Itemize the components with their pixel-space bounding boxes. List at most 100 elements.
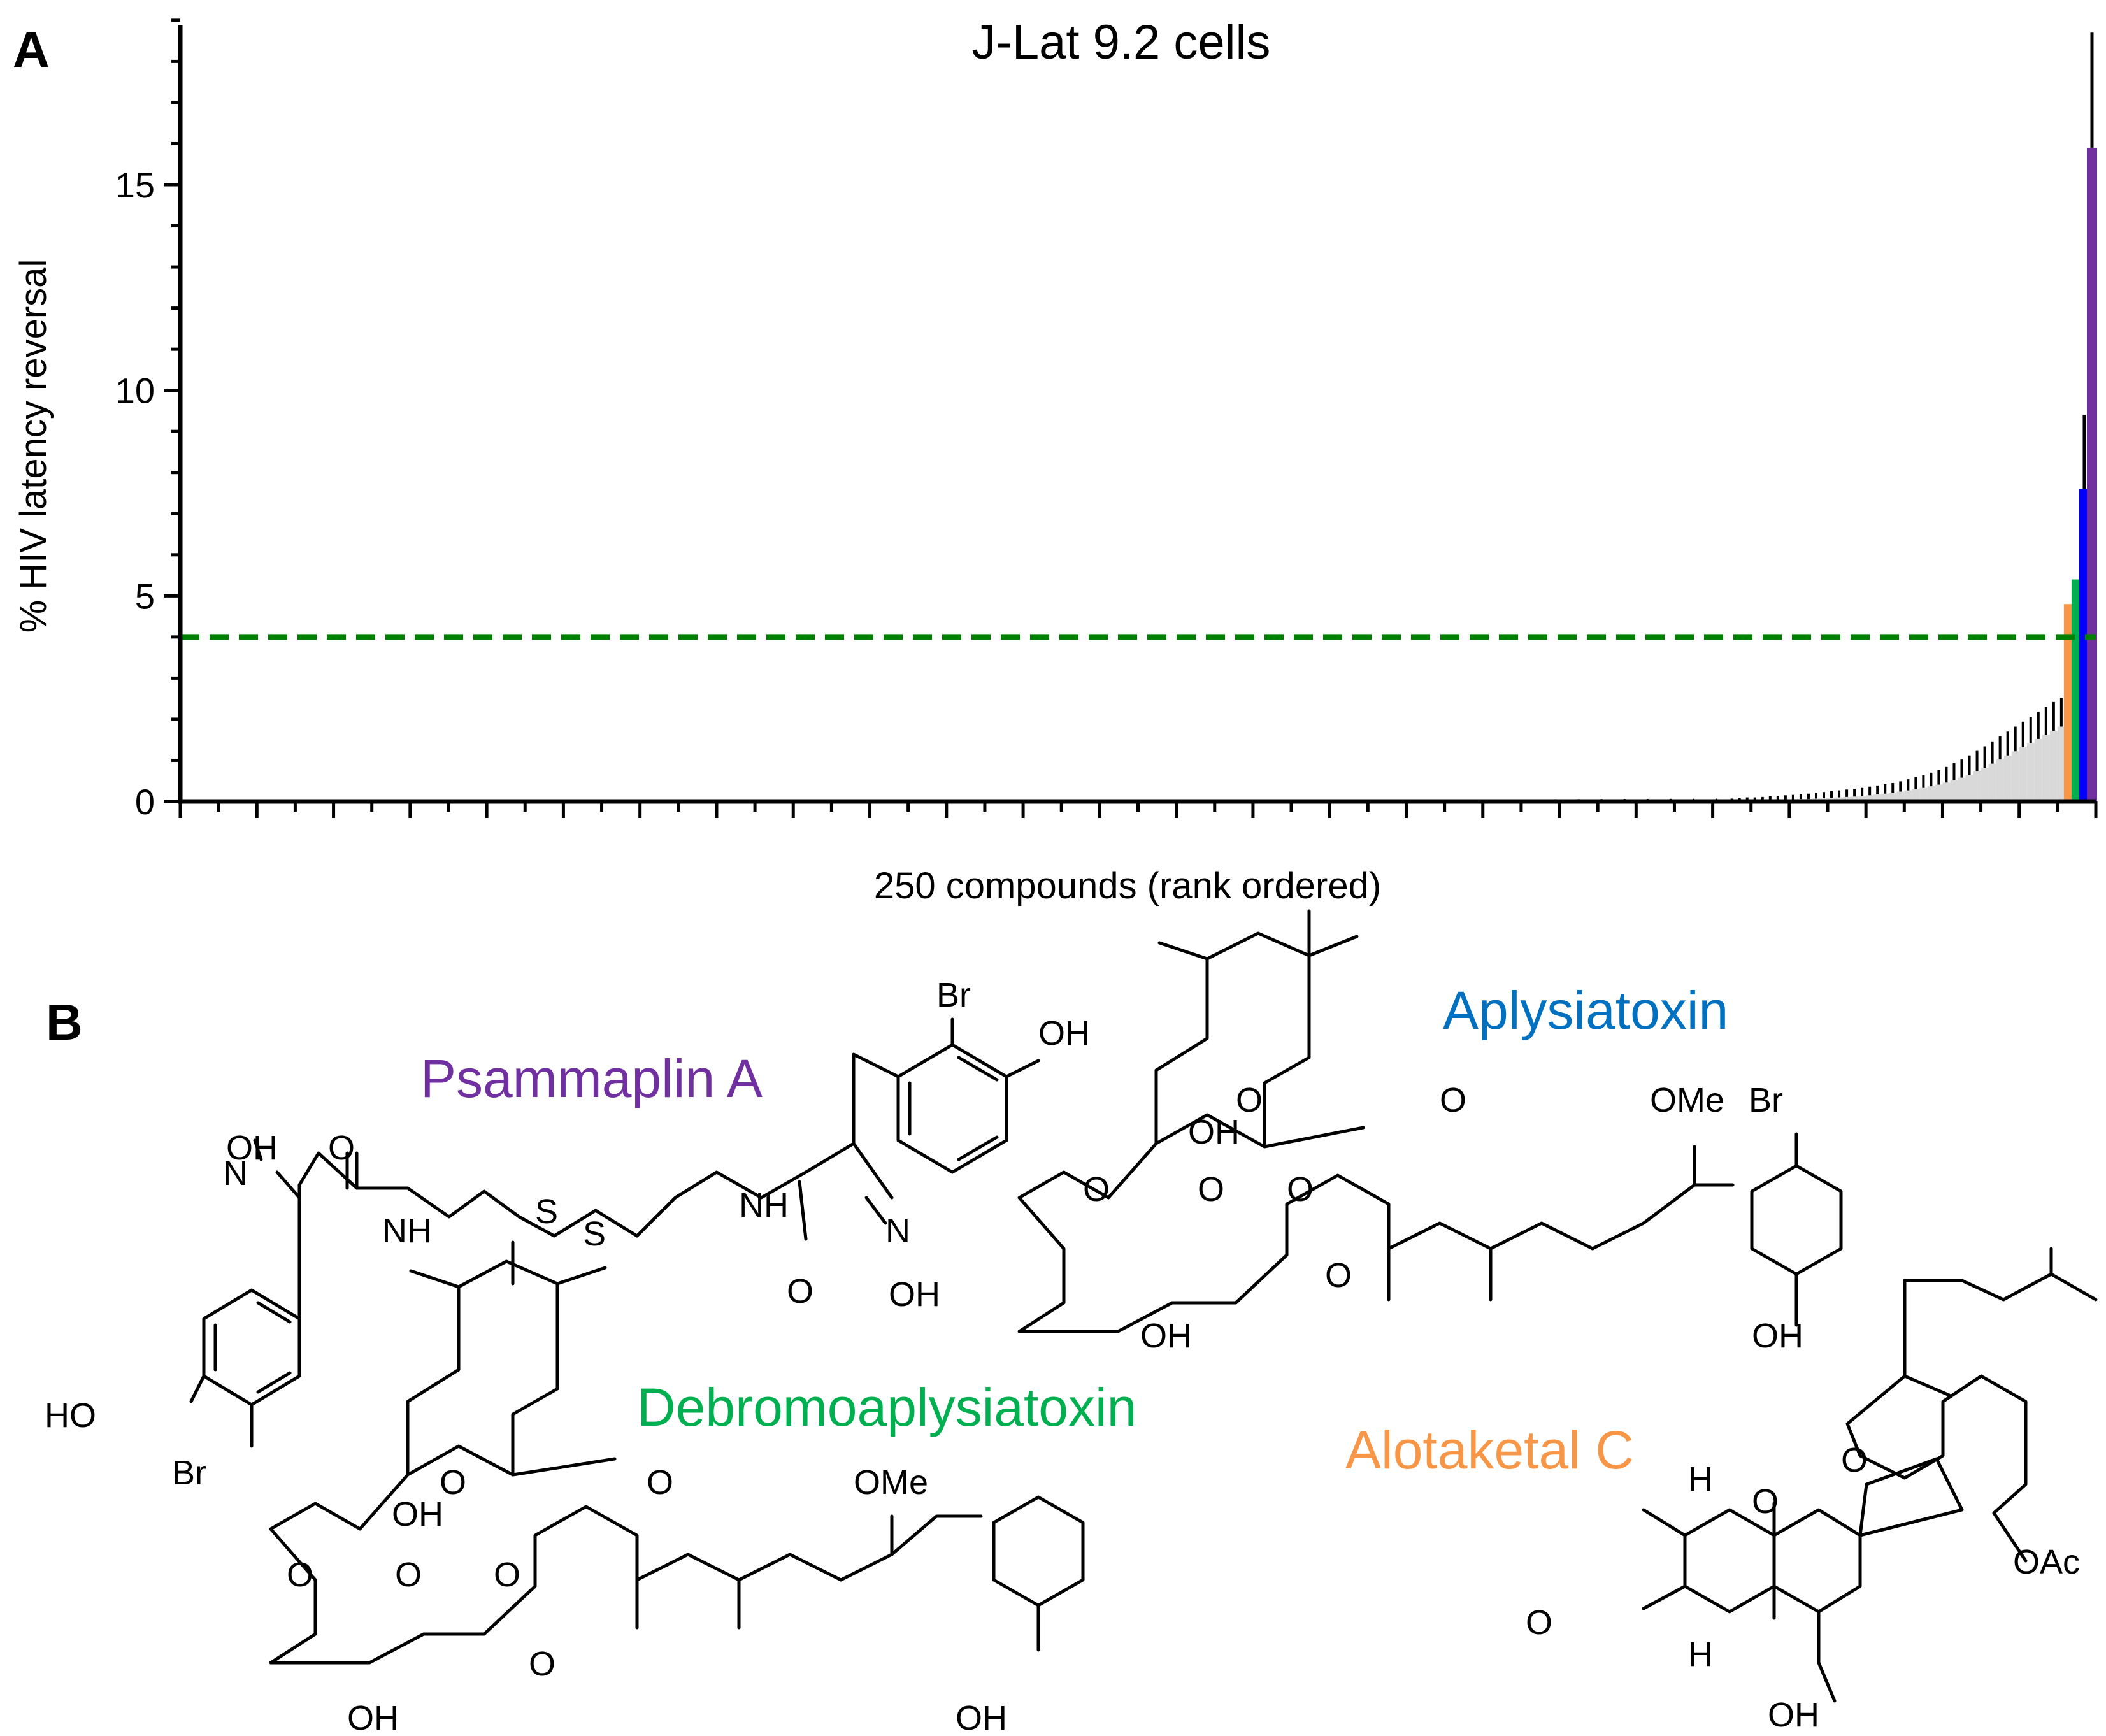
psammaplin-a-label: Psammaplin A bbox=[420, 1049, 763, 1108]
bar bbox=[1896, 791, 1905, 801]
debromoaplysiatoxin-ring bbox=[992, 1495, 1085, 1607]
bar bbox=[1942, 782, 1951, 801]
bar bbox=[1950, 780, 1958, 801]
y-tick-label: 10 bbox=[115, 371, 155, 411]
bar bbox=[1981, 768, 1989, 801]
atom-label: OAc bbox=[2013, 1543, 2080, 1581]
psammaplin-ring-left bbox=[202, 1288, 301, 1407]
bar bbox=[1973, 771, 1981, 801]
atom-label: O bbox=[494, 1556, 520, 1594]
bar bbox=[1935, 784, 1943, 801]
bar bbox=[1851, 796, 1859, 801]
bar bbox=[1904, 790, 1912, 801]
tail-area-layer bbox=[1728, 726, 2065, 801]
axes-layer bbox=[178, 25, 2096, 804]
psammaplin-a-atoms: Br OH OH O N NH S S NH O N OH HO Br bbox=[45, 976, 1090, 1492]
bar bbox=[1996, 759, 2004, 801]
atom-label: OMe bbox=[1650, 1081, 1724, 1119]
bar bbox=[1912, 789, 1920, 801]
atom-label: O bbox=[1752, 1482, 1779, 1521]
alotaketal-c-atoms: H O O OAc O H OH bbox=[1526, 1441, 2080, 1734]
bar bbox=[2063, 604, 2074, 801]
atom-label: OH bbox=[1188, 1113, 1240, 1151]
atom-label: O bbox=[1440, 1081, 1466, 1119]
atom-label: O bbox=[1325, 1256, 1352, 1295]
bar bbox=[1873, 794, 1882, 801]
x-axis-label: 250 compounds (rank ordered) bbox=[874, 865, 1381, 907]
aplysiatoxin-structure bbox=[1017, 909, 1843, 1333]
debromoaplysiatoxin-structure bbox=[269, 1240, 1085, 1665]
bar bbox=[1919, 787, 1928, 801]
bar bbox=[2086, 147, 2097, 801]
atom-label: OH bbox=[1140, 1317, 1192, 1355]
atom-label: O bbox=[395, 1556, 422, 1594]
debromoaplysiatoxin-label: Debromoaplysiatoxin bbox=[637, 1377, 1136, 1437]
panel-b-label: B bbox=[46, 994, 83, 1051]
atom-label: O bbox=[1236, 1081, 1263, 1119]
chart-title: J-Lat 9.2 cells bbox=[972, 15, 1271, 69]
y-tick-label: 0 bbox=[135, 782, 155, 822]
bar bbox=[1965, 775, 1973, 801]
aplysiatoxin-ring bbox=[1750, 1164, 1843, 1276]
bar bbox=[1988, 763, 1996, 801]
atom-label: Br bbox=[936, 976, 971, 1014]
atom-label: OH bbox=[1038, 1014, 1090, 1052]
atom-label: HO bbox=[45, 1396, 96, 1435]
bars-layer bbox=[1094, 32, 2097, 801]
alotaketal-c-ring-left bbox=[1683, 1508, 1776, 1614]
bar bbox=[2034, 738, 2042, 801]
atom-label: O bbox=[787, 1272, 813, 1310]
y-ticks-layer: 0 5 10 15 bbox=[115, 18, 180, 822]
bar bbox=[2026, 743, 2035, 801]
atom-label: OH bbox=[392, 1495, 443, 1533]
bar-chart: 0 5 10 15 bbox=[115, 18, 2098, 822]
atom-label: OH bbox=[347, 1699, 399, 1736]
y-tick-label: 5 bbox=[135, 576, 155, 616]
atom-label: Br bbox=[1749, 1081, 1783, 1119]
atom-label: OH bbox=[956, 1699, 1007, 1736]
panel-a-label: A bbox=[13, 21, 50, 78]
atom-label: O bbox=[1083, 1170, 1110, 1209]
alotaketal-c-ring-center bbox=[1772, 1508, 1862, 1614]
atom-label: Br bbox=[172, 1454, 206, 1492]
bar bbox=[1927, 786, 1935, 801]
y-axis-label: % HIV latency reversal bbox=[13, 259, 54, 633]
aplysiatoxin-label: Aplysiatoxin bbox=[1443, 980, 1728, 1040]
debromoaplysiatoxin-atoms: O O OH OMe O O O O OH OH bbox=[287, 1463, 1007, 1736]
bar bbox=[1843, 796, 1851, 801]
atom-label: O bbox=[1841, 1441, 1868, 1479]
atom-label: O bbox=[440, 1463, 466, 1502]
y-tick-label: 15 bbox=[115, 165, 155, 205]
bar bbox=[1958, 777, 1966, 801]
bar bbox=[2011, 751, 2019, 801]
atom-label: OH bbox=[1768, 1696, 1819, 1734]
atom-label: S bbox=[583, 1215, 606, 1253]
atom-label: S bbox=[535, 1193, 558, 1231]
atom-label: OH bbox=[889, 1275, 940, 1314]
psammaplin-ring-right bbox=[896, 1043, 1008, 1174]
bar bbox=[1858, 796, 1866, 801]
atom-label: H bbox=[1688, 1635, 1713, 1674]
bar bbox=[2019, 747, 2027, 801]
bar bbox=[2049, 731, 2058, 801]
atom-label: H bbox=[1688, 1460, 1713, 1498]
atom-label: OH bbox=[1752, 1317, 1803, 1355]
atom-label: O bbox=[287, 1556, 313, 1594]
atom-label: NH bbox=[382, 1212, 432, 1250]
bar bbox=[2003, 755, 2012, 801]
atom-label: N bbox=[885, 1212, 910, 1250]
bar bbox=[2042, 735, 2050, 801]
atom-label: OMe bbox=[854, 1463, 928, 1502]
bar bbox=[2079, 489, 2089, 801]
aplysiatoxin-atoms: O O OH OMe Br O O O O OH OH bbox=[1083, 1081, 1803, 1355]
atom-label: N bbox=[223, 1154, 248, 1193]
atom-label: NH bbox=[739, 1186, 789, 1224]
bar bbox=[1866, 795, 1874, 801]
alotaketal-c-structure bbox=[1642, 1247, 2098, 1703]
atom-label: O bbox=[1287, 1170, 1314, 1209]
atom-label: O bbox=[1526, 1603, 1552, 1642]
atom-label: O bbox=[1198, 1170, 1224, 1209]
x-ticks-layer bbox=[178, 801, 2098, 818]
bar bbox=[2057, 726, 2065, 801]
